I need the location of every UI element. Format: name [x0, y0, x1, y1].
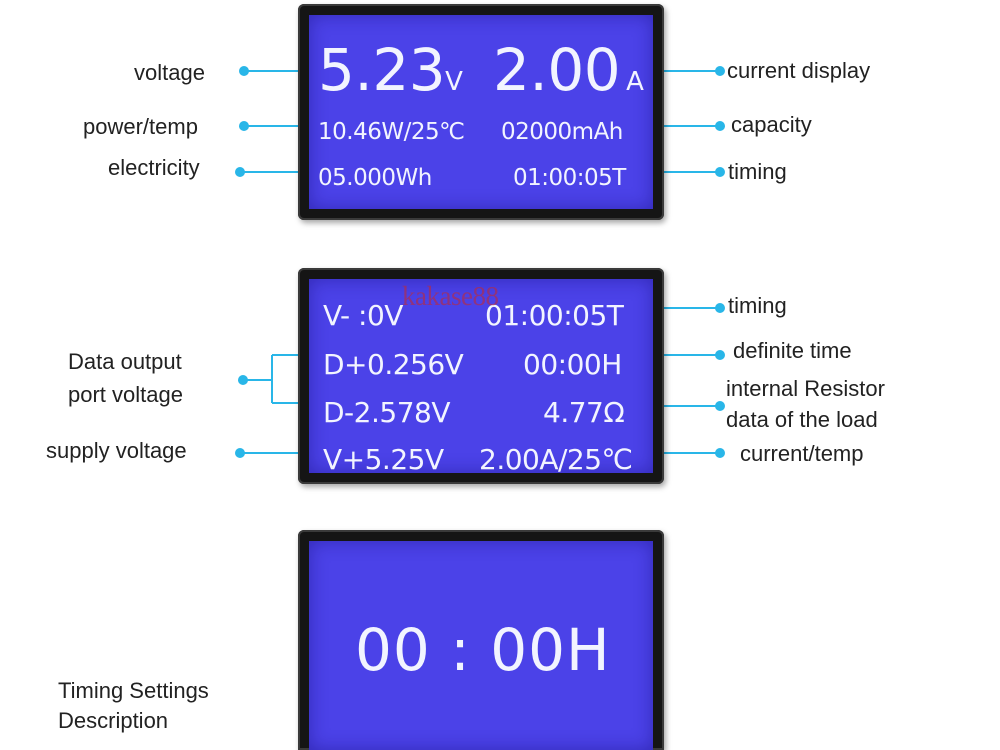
data-minus-voltage-readout: V- :0V — [323, 299, 403, 332]
label-timing-settings-line2: Description — [58, 708, 169, 733]
current-unit: A — [626, 67, 644, 97]
timing-readout: 01:00:05T — [513, 165, 626, 191]
label-voltage: voltage — [134, 60, 205, 85]
timer-display-lcd: 00 : 00H — [309, 541, 653, 750]
power-temp-readout: 10.46W/25℃ — [318, 119, 465, 145]
label-supply-voltage: supply voltage — [46, 438, 187, 463]
energy-readout: 05.000Wh — [318, 165, 432, 191]
voltage-readout: 5.23V — [318, 41, 463, 99]
label-data-output-line2: port voltage — [68, 382, 183, 407]
definite-time-readout: 00:00H — [523, 348, 622, 381]
label-internal-resistor-line1: internal Resistor — [726, 376, 885, 401]
d-minus-voltage-readout: D-2.578V — [323, 396, 450, 429]
label-current-temp: current/temp — [740, 441, 864, 466]
label-timing-data: timing — [728, 293, 787, 318]
data-timing-readout: 01:00:05T — [485, 299, 624, 332]
timer-readout: 00 : 00H — [355, 616, 611, 684]
label-internal-resistor-line2: data of the load — [726, 407, 878, 432]
capacity-readout: 02000mAh — [501, 119, 623, 145]
watermark-text: kakase88 — [402, 281, 499, 311]
d-plus-voltage-readout: D+0.256V — [323, 348, 464, 381]
label-timing-main: timing — [728, 159, 787, 184]
current-value: 2.00 — [493, 36, 621, 104]
resistance-readout: 4.77Ω — [543, 396, 625, 429]
supply-voltage-readout: V+5.25V — [323, 443, 444, 476]
data-display-panel: V- :0V 01:00:05T D+0.256V 00:00H D-2.578… — [298, 268, 664, 484]
label-definite-time: definite time — [733, 338, 852, 363]
voltage-unit: V — [445, 67, 463, 97]
voltage-value: 5.23 — [318, 36, 446, 104]
current-temp-readout: 2.00A/25℃ — [479, 443, 633, 476]
label-power-temp: power/temp — [83, 114, 198, 139]
label-data-output-line1: Data output — [68, 349, 182, 374]
data-display-lcd: V- :0V 01:00:05T D+0.256V 00:00H D-2.578… — [309, 279, 653, 476]
label-capacity: capacity — [731, 112, 812, 137]
label-electricity: electricity — [108, 155, 200, 180]
timer-display-panel: 00 : 00H — [298, 530, 664, 750]
label-current-display: current display — [727, 58, 871, 83]
label-timing-settings-line1: Timing Settings — [58, 678, 209, 703]
